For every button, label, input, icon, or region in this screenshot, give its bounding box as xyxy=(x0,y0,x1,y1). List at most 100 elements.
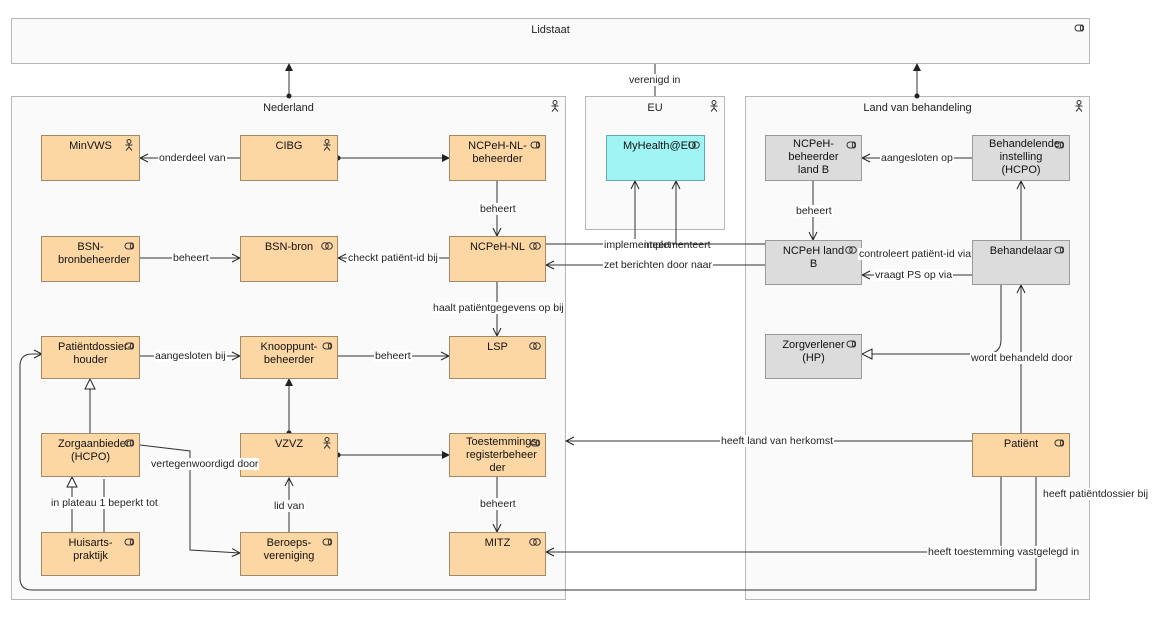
element-behandelende-instelling-label: Behandelende instelling (HCPO) xyxy=(989,138,1060,176)
element-zorgaanbieder[interactable]: Zorgaanbieder (HCPO) xyxy=(41,433,140,477)
element-ncpeh-nl-beheerder[interactable]: NCPeH-NL-beheerder xyxy=(449,135,546,181)
element-patientdossierhouder-label: Patiëntdossier-houder xyxy=(58,341,132,366)
actor-icon xyxy=(323,437,331,449)
label-implementeert-2: implementeert xyxy=(644,239,711,251)
label-haalt: haalt patiëntgegevens op bij xyxy=(432,302,565,314)
role-icon xyxy=(530,439,541,447)
label-wordt-behandeld: wordt behandeld door xyxy=(970,352,1074,364)
label-heeft-land: heeft land van herkomst xyxy=(720,435,835,447)
element-mitz[interactable]: MITZ xyxy=(449,532,546,576)
label-beheert-lsp: beheert xyxy=(374,350,412,362)
role-icon xyxy=(322,538,333,546)
element-ncpeh-nl-label: NCPeH-NL xyxy=(469,241,525,253)
label-beheert-ncpeh-b: beheert xyxy=(795,205,833,217)
role-icon xyxy=(124,242,135,250)
group-nederland-title: Nederland xyxy=(263,102,314,114)
role-icon xyxy=(124,439,135,447)
label-in-plateau: in plateau 1 beperkt tot xyxy=(50,497,159,509)
role-icon xyxy=(1074,24,1085,32)
label-zet-berichten: zet berichten door naar xyxy=(603,259,713,271)
role-icon xyxy=(124,538,135,546)
interface-icon xyxy=(529,538,541,546)
actor-icon xyxy=(710,100,718,112)
interface-icon xyxy=(845,246,857,254)
role-icon xyxy=(530,141,541,149)
label-vraagt-ps: vraagt PS op via xyxy=(874,269,954,281)
role-icon xyxy=(1054,141,1065,149)
element-behandelaar-label: Behandelaar xyxy=(989,245,1053,257)
role-icon xyxy=(322,342,333,350)
element-ncpeh-beheerder-land-b[interactable]: NCPeH-beheerder land B xyxy=(765,135,862,181)
group-eu-title: EU xyxy=(647,102,663,114)
element-beroepsvereniging-label: Beroeps-vereniging xyxy=(263,537,315,562)
element-myhealth-eu[interactable]: MyHealth@EU xyxy=(606,135,705,181)
element-patientdossierhouder[interactable]: Patiëntdossier-houder xyxy=(41,336,140,379)
actor-icon xyxy=(125,139,133,151)
label-lid-van: lid van xyxy=(273,500,306,512)
element-bsn-bronbeheerder-label: BSN-bronbeheerder xyxy=(58,241,131,266)
label-controleert: controleert patiënt-id via xyxy=(858,248,973,260)
label-beheert-ncpeh: beheert xyxy=(479,203,517,215)
role-icon xyxy=(1054,246,1065,254)
element-knooppuntbeheerder-label: Knooppunt-beheerder xyxy=(260,341,318,366)
element-behandelende-instelling[interactable]: Behandelende instelling (HCPO) xyxy=(972,135,1070,181)
label-beheert-bsn: beheert xyxy=(172,252,210,264)
element-cibg[interactable]: CIBG xyxy=(240,135,338,181)
label-heeft-dossier: heeft patiëntdossier bij xyxy=(1042,488,1150,500)
actor-icon xyxy=(1075,100,1083,112)
element-huisartspraktijk-label: Huisarts-praktijk xyxy=(68,537,113,562)
element-beroepsvereniging[interactable]: Beroeps-vereniging xyxy=(240,532,338,576)
element-minvws-label: MinVWS xyxy=(69,140,112,152)
label-onderdeel-van: onderdeel van xyxy=(158,152,227,164)
actor-icon xyxy=(323,139,331,151)
element-minvws[interactable]: MinVWS xyxy=(41,135,140,181)
element-toestemmingsregisterbeheerder-label: Toestemmings registerbeheer der xyxy=(466,436,537,474)
element-behandelaar[interactable]: Behandelaar xyxy=(972,240,1070,285)
label-beheert-mitz: beheert xyxy=(479,498,517,510)
element-bsn-bron[interactable]: BSN-bron xyxy=(240,236,338,282)
label-aangesloten-op: aangesloten op xyxy=(880,152,954,164)
label-vertegenwoordigd: vertegenwoordigd door xyxy=(150,458,260,470)
element-mitz-label: MITZ xyxy=(484,537,511,549)
label-implementeert-1: implementeert xyxy=(603,239,672,251)
element-bsn-bron-label: BSN-bron xyxy=(264,241,314,253)
element-ncpeh-nl-beheerder-label: NCPeH-NL-beheerder xyxy=(468,140,527,165)
element-lsp-label: LSP xyxy=(487,341,508,353)
role-icon xyxy=(846,141,857,149)
element-vzvz[interactable]: VZVZ xyxy=(240,433,338,477)
element-ncpeh-land-b[interactable]: NCPeH land B xyxy=(765,240,862,285)
role-icon xyxy=(124,342,135,350)
interface-icon xyxy=(321,242,333,250)
element-ncpeh-land-b-label: NCPeH land B xyxy=(782,245,845,270)
element-zorgaanbieder-label: Zorgaanbieder (HCPO) xyxy=(58,438,130,463)
interface-icon xyxy=(529,242,541,250)
group-lidstaat-title: Lidstaat xyxy=(531,24,570,36)
element-huisartspraktijk[interactable]: Huisarts-praktijk xyxy=(41,532,140,576)
label-checkt: checkt patiënt-id bij xyxy=(347,252,439,264)
interface-icon xyxy=(688,141,700,149)
element-knooppuntbeheerder[interactable]: Knooppunt-beheerder xyxy=(240,336,338,379)
label-heeft-toestemming: heeft toestemming vastgelegd in xyxy=(927,546,1081,558)
element-patient[interactable]: Patiënt xyxy=(972,433,1070,477)
element-cibg-label: CIBG xyxy=(275,140,303,152)
group-lidstaat[interactable]: Lidstaat xyxy=(11,18,1090,64)
interface-icon xyxy=(529,342,541,350)
element-vzvz-label: VZVZ xyxy=(274,438,304,450)
element-zorgverlener[interactable]: Zorgverlener (HP) xyxy=(765,334,862,379)
element-ncpeh-nl[interactable]: NCPeH-NL xyxy=(449,236,546,282)
element-lsp[interactable]: LSP xyxy=(449,336,546,379)
element-toestemmingsregisterbeheerder[interactable]: Toestemmings registerbeheer der xyxy=(449,433,546,477)
element-zorgverlener-label: Zorgverlener (HP) xyxy=(782,339,845,364)
element-patient-label: Patiënt xyxy=(1003,438,1039,450)
role-icon xyxy=(846,340,857,348)
element-ncpeh-beheerder-land-b-label: NCPeH-beheerder land B xyxy=(788,138,839,176)
label-aangesloten-bij: aangesloten bij xyxy=(154,350,227,362)
element-bsn-bronbeheerder[interactable]: BSN-bronbeheerder xyxy=(41,236,140,282)
element-myhealth-eu-label: MyHealth@EU xyxy=(623,140,696,152)
role-icon xyxy=(1054,439,1065,447)
group-land-title: Land van behandeling xyxy=(863,102,972,114)
label-verenigd-in: verenigd in xyxy=(628,74,682,86)
actor-icon xyxy=(551,100,559,112)
